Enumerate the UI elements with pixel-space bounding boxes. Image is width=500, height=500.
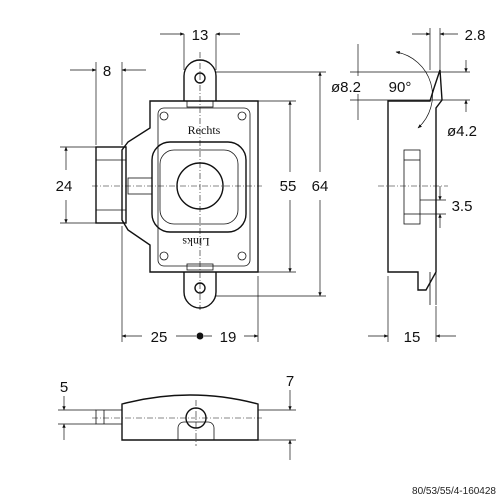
front-view: Rechts Links	[92, 52, 262, 310]
corner-screw-icon	[159, 111, 169, 121]
bolt-pin	[95, 409, 123, 425]
bottom-view-outline	[121, 394, 259, 441]
dim-64: 64	[312, 178, 329, 195]
dim-2-8: 2.8	[465, 27, 486, 44]
lock-cylinder-housing	[95, 146, 127, 224]
dim-5: 5	[60, 379, 68, 396]
dim-7: 7	[286, 373, 294, 390]
lock-body-outline	[121, 100, 259, 273]
bottom-view	[92, 394, 262, 446]
label-links: Links	[182, 235, 210, 249]
corner-screw-icon	[237, 111, 247, 121]
inner-frame	[157, 107, 251, 267]
dim-4-2: ø4.2	[447, 123, 477, 140]
side-dimensions: 2.8 ø8.2 90° ø4.2 3.5 15	[322, 27, 485, 346]
corner-screw-icon	[159, 251, 169, 261]
corner-screw-icon	[237, 251, 247, 261]
dim-13: 13	[192, 27, 209, 44]
center-dot-icon	[196, 332, 204, 340]
bottom-dimensions: 5 7	[58, 373, 296, 460]
side-view	[378, 69, 448, 305]
dim-3-5: 3.5	[452, 198, 473, 215]
dim-90: 90°	[389, 79, 412, 96]
cam-plate-inner	[159, 149, 239, 225]
dim-55: 55	[280, 178, 297, 195]
side-slot	[403, 149, 421, 225]
dim-8-2: ø8.2	[331, 79, 361, 96]
dim-8: 8	[103, 63, 111, 80]
dim-19: 19	[220, 329, 237, 346]
dim-24: 24	[56, 178, 73, 195]
dim-15: 15	[404, 329, 421, 346]
front-dimensions: 13 8 24 55 64 25 19	[56, 27, 329, 346]
drawing-reference: 80/53/55/4-160428	[412, 486, 496, 497]
angle-arc	[395, 50, 433, 129]
cam-plate-outer	[151, 141, 247, 233]
dim-25: 25	[151, 329, 168, 346]
label-rechts: Rechts	[188, 123, 221, 137]
side-view-outline	[387, 69, 443, 291]
